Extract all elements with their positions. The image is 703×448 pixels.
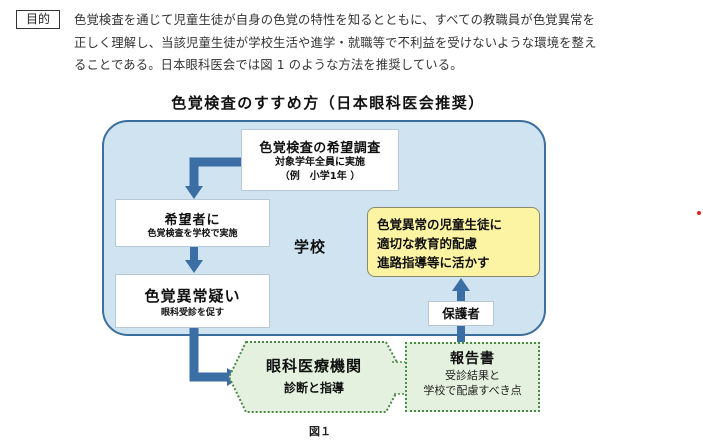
support-line: 適切な教育的配慮 [377,236,478,251]
arrow-head [452,278,470,291]
figure-caption: 図１ [309,425,331,438]
survey-target: 対象学年全員に実施 [275,157,365,168]
clinic-sub: 診断と指導 [283,381,344,395]
arrow-suspect-to-clinic [189,328,228,382]
suspect-sub: 眼科受診を促す [160,308,224,318]
support-line: 進路指導等に活かす [377,255,490,270]
red-dot-marker [697,211,701,215]
suspect-title: 色覚異常疑い [144,287,241,305]
clinic-label: 眼科医療機関 診断と指導 [238,355,390,396]
clinic-hexagon [227,341,407,413]
purpose-line: 正しく理解し、当該児童生徒が学校生活や進学・就職等で不利益を受けないような環境を… [74,35,597,50]
applicant-sub: 色覚検査を学校で実施 [147,229,238,239]
arrow-report-to-guardian [457,326,465,342]
purpose-label: 目的 [16,10,60,29]
suspect-box: 色覚異常疑い 眼科受診を促す [115,274,270,328]
survey-title: 色覚検査の希望調査 [259,141,381,156]
purpose-text: 色覚検査を通じて児童生徒が自身の色覚の特性を知るとともに、すべての教職員が色覚異… [74,9,654,77]
purpose-line: 色覚検査を通じて児童生徒が自身の色覚の特性を知るとともに、すべての教職員が色覚異… [74,13,596,27]
applicant-box: 希望者に 色覚検査を学校で実施 [115,199,270,247]
school-label: 学校 [294,238,327,256]
survey-box: 色覚検査の希望調査 対象学年全員に実施 （例 小学1年 ） [241,129,399,191]
survey-example: （例 小学1年 ） [279,171,361,182]
report-sub2: 学校で配慮すべき点 [423,384,522,397]
arrow-head [185,260,203,273]
support-line: 色覚異常の児童生徒に [377,217,503,232]
arrow-survey-to-applicant [189,157,241,186]
clinic-title: 眼科医療機関 [265,357,362,375]
arrow-guardian-to-support [457,290,465,301]
arrow-applicant-to-suspect [190,247,198,261]
diagram-title: 色覚検査のすすめ方（日本眼科医会推奨） [171,94,485,112]
report-title: 報告書 [450,351,495,367]
purpose-line: ることである。日本眼科医会では図 1 のような方法を推奨している。 [74,58,463,72]
support-box: 色覚異常の児童生徒に 適切な教育的配慮 進路指導等に活かす [367,207,540,277]
report-sub1: 受診結果と [445,369,500,382]
connector-clinic-to-report [392,361,407,395]
applicant-title: 希望者に [164,213,221,228]
arrow-head [185,186,203,199]
guardian-box: 保護者 [428,301,494,326]
report-box: 報告書 受診結果と 学校で配慮すべき点 [405,342,540,412]
